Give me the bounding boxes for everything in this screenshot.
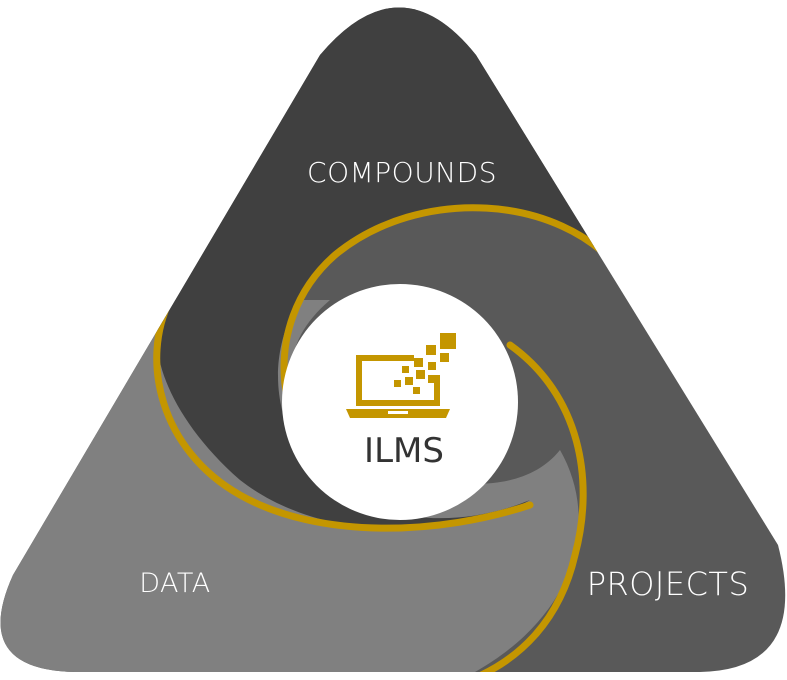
center-title: ILMS [364,431,444,471]
data-label: DATA [139,568,211,599]
gold-arc-data [153,296,534,532]
compounds-label: COMPOUNDS [307,156,497,189]
gold-arc-projects [466,341,587,672]
projects-label: PROJECTS [587,565,750,603]
laptop-data-icon [346,333,456,418]
